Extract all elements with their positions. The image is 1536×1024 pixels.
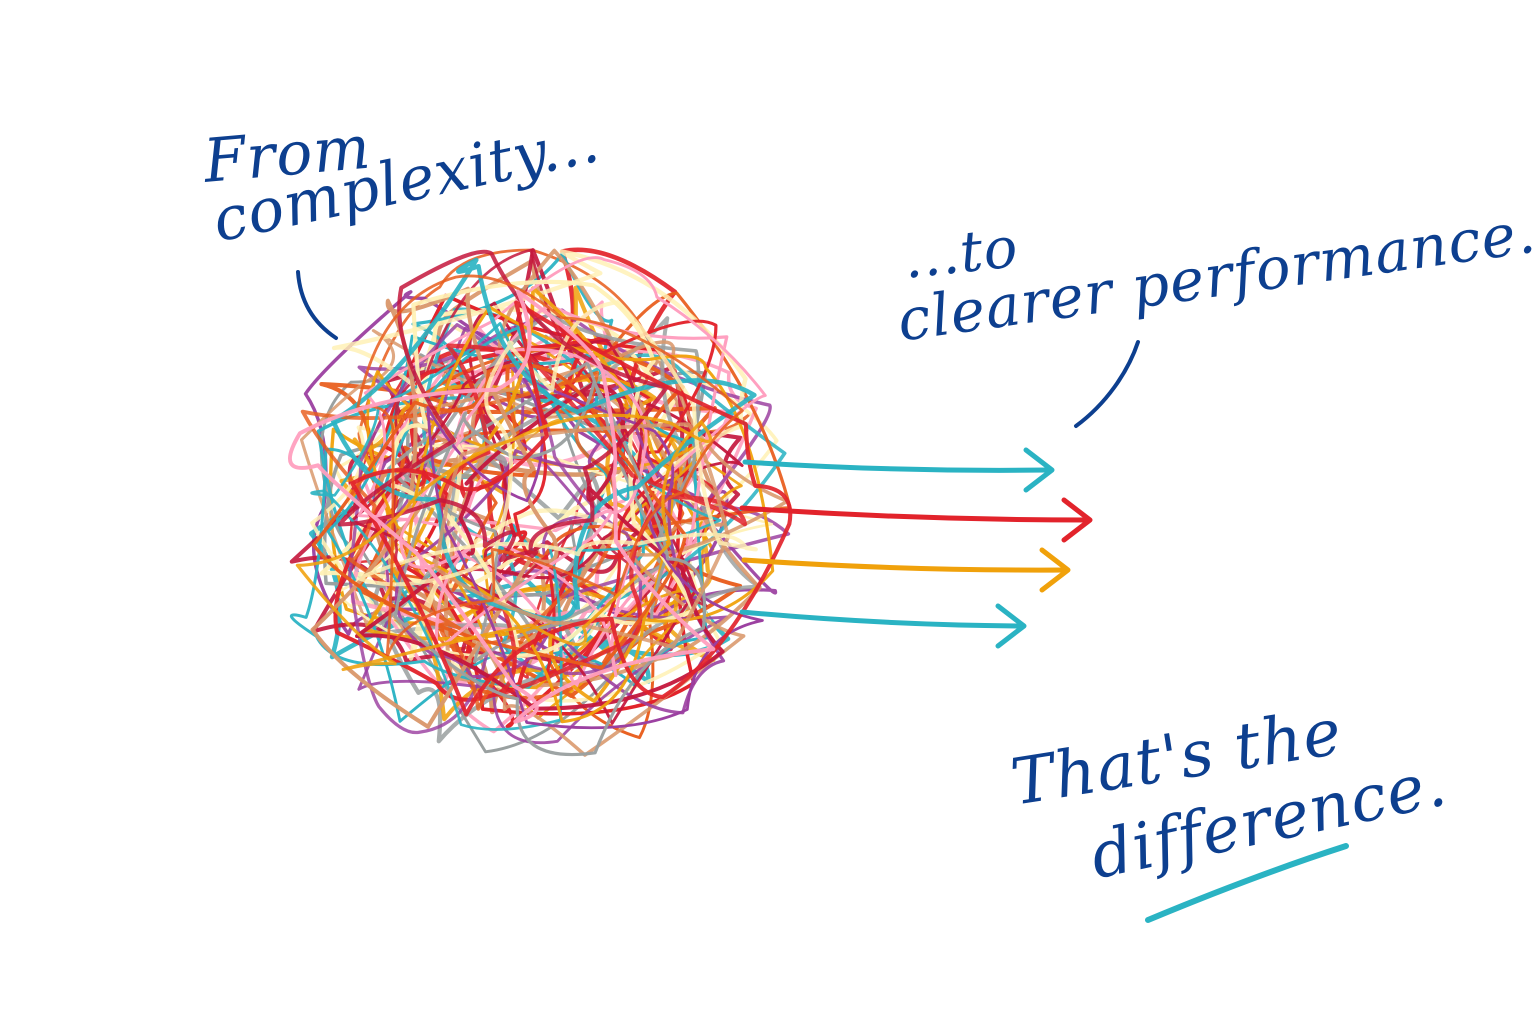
scribble-strand [311,363,687,670]
arrow-shaft [739,609,1025,629]
scribble-strand [288,289,716,724]
arrow-head [1023,447,1055,493]
scribble-strand [390,279,696,659]
pointer-stroke-from [296,270,338,340]
scribble-strand [393,380,707,757]
scribble-strand [330,257,757,622]
scribble-strand [350,300,793,717]
scribble-strand [356,274,744,659]
scribble-strand [355,382,725,711]
arrow-group [739,447,1093,649]
scribble-strand [356,300,758,587]
arrow-shaft [741,557,1069,573]
underline-stroke [1145,843,1349,923]
arrow-shaft [742,459,1053,473]
arrow-head [1061,497,1093,543]
arrow-head [1039,547,1071,593]
arrow-head [995,603,1027,649]
pointer-stroke-to [1074,340,1140,428]
arrow-shaft [739,505,1091,523]
scribble-strand [438,343,748,697]
tangled-scribble-ball [288,247,793,757]
scribble-strand [337,249,669,563]
scribble-strand [295,413,712,672]
